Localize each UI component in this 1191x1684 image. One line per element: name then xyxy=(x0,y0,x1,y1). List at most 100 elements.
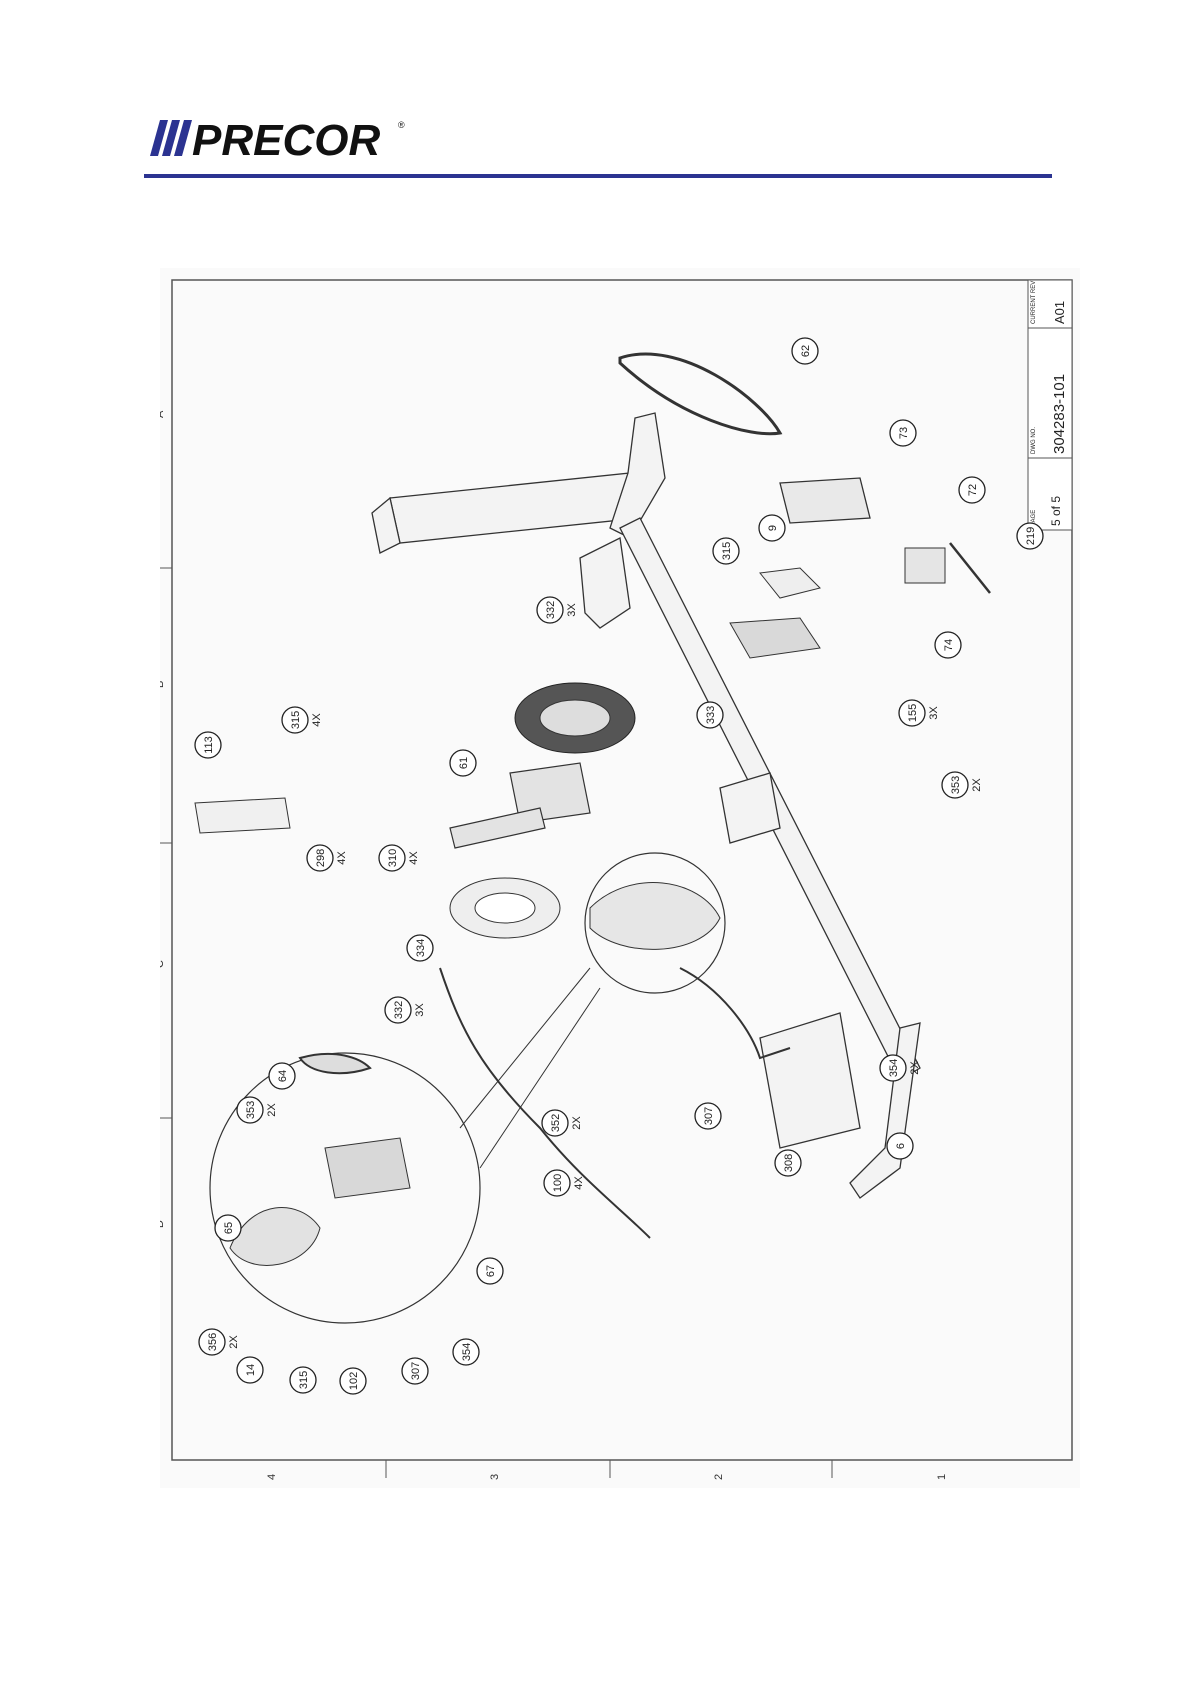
callout-number: 333 xyxy=(705,706,717,724)
callout-number: 353 xyxy=(950,776,962,794)
revision-label: CURRENT REV xyxy=(1031,281,1037,324)
callout-number: 307 xyxy=(703,1107,715,1125)
callout-61: 61 xyxy=(450,750,476,776)
callout-62: 62 xyxy=(792,338,818,364)
callout-number: 353 xyxy=(245,1101,257,1119)
callout-353: 353 2X xyxy=(942,772,983,798)
callout-quantity: 3X xyxy=(414,1003,426,1017)
callout-number: 155 xyxy=(907,704,919,722)
callout-number: 9 xyxy=(767,525,779,531)
callout-number: 315 xyxy=(298,1371,310,1389)
callout-quantity: 2X xyxy=(971,778,983,792)
zone-letter-A: A xyxy=(160,410,166,418)
callout-number: 332 xyxy=(545,601,557,619)
callout-number: 100 xyxy=(552,1174,564,1192)
cable-307 xyxy=(440,968,650,1238)
callout-333: 333 xyxy=(697,702,723,728)
zone-number-1: 1 xyxy=(936,1474,948,1480)
callout-number: 315 xyxy=(721,542,733,560)
drawing-no-label: DWG NO. xyxy=(1031,427,1037,454)
callout-number: 67 xyxy=(485,1265,497,1277)
exploded-parts-drawing: A B C D 4 3 2 1 PAGE 5 of 5 DWG NO. 304283-101 … xyxy=(160,268,1080,1488)
callout-65: 65 xyxy=(215,1215,241,1241)
callout-315: 315 xyxy=(290,1367,316,1393)
zone-letter-D: D xyxy=(160,1220,166,1228)
callout-number: 61 xyxy=(458,757,470,769)
zone-letter-B: B xyxy=(160,681,166,688)
callout-number: 64 xyxy=(277,1070,289,1082)
precor-logo: PRECOR ® xyxy=(148,112,408,164)
callout-354: 354 xyxy=(453,1339,479,1365)
brand-name: PRECOR xyxy=(192,116,380,164)
callout-number: 298 xyxy=(315,849,327,867)
part-72 xyxy=(905,548,945,583)
callout-quantity: 2X xyxy=(228,1335,240,1349)
callout-quantity: 2X xyxy=(266,1103,278,1117)
callout-number: 354 xyxy=(461,1343,473,1361)
callout-308: 308 xyxy=(775,1150,801,1176)
callout-315: 3154X xyxy=(282,707,323,733)
callout-quantity: 4X xyxy=(311,713,323,727)
part-73 xyxy=(780,478,870,523)
callout-14: 14 xyxy=(237,1357,263,1383)
callout-quantity: 2X xyxy=(571,1116,583,1130)
callout-quantity: 3X xyxy=(566,603,578,617)
callout-155: 155 3X xyxy=(899,700,940,726)
callout-102: 102 xyxy=(340,1368,366,1394)
callout-number: 308 xyxy=(783,1154,795,1172)
part-67 xyxy=(325,1138,410,1198)
title-block: PAGE 5 of 5 DWG NO. 304283-101 CURRENT R… xyxy=(1028,280,1072,530)
callout-332: 332 3X xyxy=(537,597,578,623)
callout-number: 354 xyxy=(888,1059,900,1077)
callout-quantity: 3X xyxy=(928,706,940,720)
callout-307: 307 xyxy=(402,1358,428,1384)
callout-number: 72 xyxy=(967,484,979,496)
part-61 xyxy=(450,763,590,848)
page-value: 5 of 5 xyxy=(1049,496,1063,526)
callout-number: 73 xyxy=(898,427,910,439)
callout-315: 315 xyxy=(713,538,739,564)
zone-letter-C: C xyxy=(160,960,166,968)
callout-number: 332 xyxy=(393,1001,405,1019)
callout-number: 62 xyxy=(800,345,812,357)
zone-number-4: 4 xyxy=(266,1474,278,1480)
callout-number: 74 xyxy=(943,639,955,651)
callout-334: 334 xyxy=(407,935,433,961)
revision-value: A01 xyxy=(1052,301,1067,324)
main-frame xyxy=(372,413,920,1198)
part-9 xyxy=(760,568,820,598)
callout-73: 73 xyxy=(890,420,916,446)
callout-64: 64 xyxy=(269,1063,295,1089)
zone-number-3: 3 xyxy=(489,1474,501,1480)
drawing-border xyxy=(172,280,1072,1460)
part-65 xyxy=(230,1208,320,1266)
callout-113: 113 xyxy=(195,732,221,758)
callout-number: 310 xyxy=(387,849,399,867)
callout-219: 219 xyxy=(1017,523,1043,549)
callout-quantity: 4X xyxy=(408,851,420,865)
registered-mark: ® xyxy=(398,120,405,130)
callout-number: 356 xyxy=(207,1333,219,1351)
callout-number: 352 xyxy=(550,1114,562,1132)
callout-72: 72 xyxy=(959,477,985,503)
callout-352: 352 2X xyxy=(542,1110,583,1136)
callout-number: 334 xyxy=(415,939,427,957)
callout-number: 307 xyxy=(410,1362,422,1380)
callout-6: 6 xyxy=(887,1133,913,1159)
callout-number: 102 xyxy=(348,1372,360,1390)
callout-number: 6 xyxy=(895,1143,907,1149)
callout-332: 332 3X xyxy=(385,997,426,1023)
callout-74: 74 xyxy=(935,632,961,658)
callout-356: 356 2X xyxy=(199,1329,240,1355)
part-113 xyxy=(195,798,290,833)
callout-number: 65 xyxy=(223,1222,235,1234)
callout-quantity: 2X xyxy=(909,1061,921,1075)
belt-64 xyxy=(300,1054,370,1073)
header-rule xyxy=(144,174,1052,178)
zone-number-2: 2 xyxy=(713,1474,725,1480)
part-74 xyxy=(730,618,820,658)
part-219 xyxy=(950,543,990,593)
callout-number: 14 xyxy=(245,1364,257,1376)
